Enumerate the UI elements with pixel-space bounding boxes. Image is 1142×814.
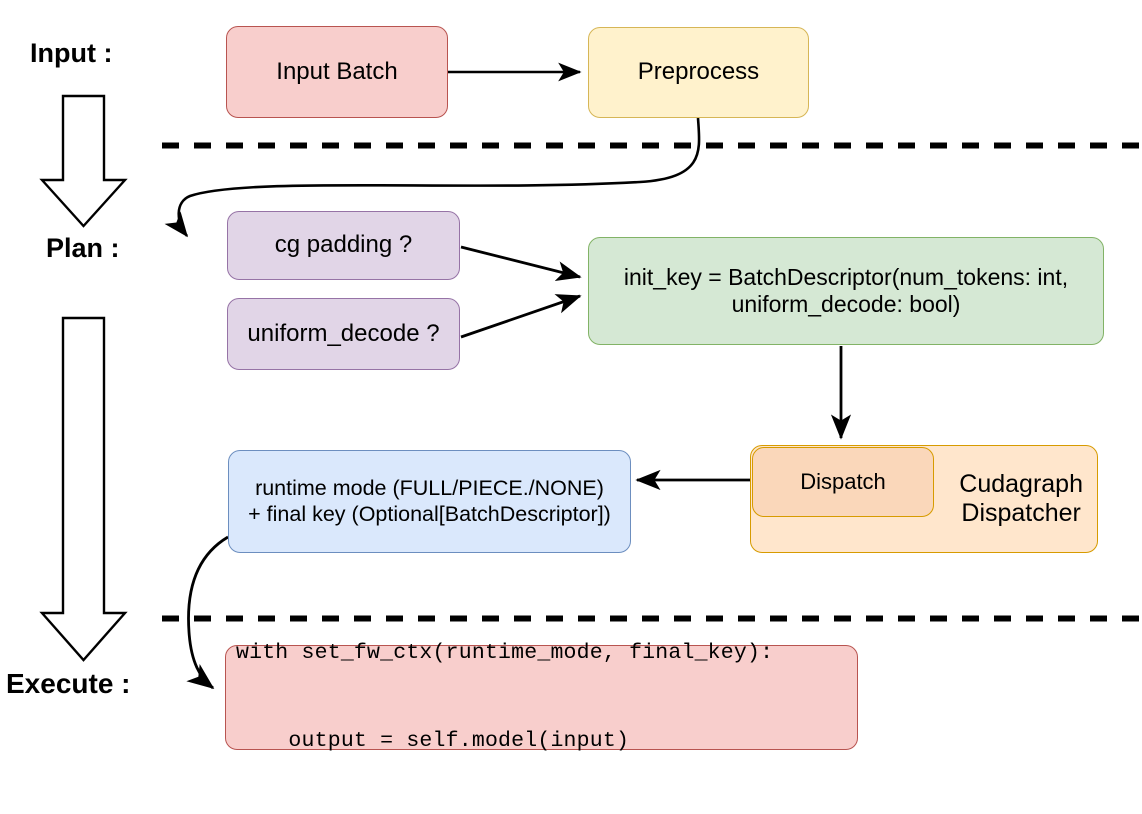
stage-label-plan: Plan : (46, 233, 120, 263)
node-input-batch[interactable]: Input Batch (226, 26, 448, 118)
node-init-key[interactable]: init_key = BatchDescriptor(num_tokens: i… (588, 237, 1104, 345)
arrow-cg-padding-to-init-key (460, 245, 582, 282)
node-cudagraph-dispatcher-text: Cudagraph Dispatcher (959, 470, 1083, 529)
node-cudagraph-dispatcher-line1: Cudagraph (959, 469, 1083, 498)
stage-label-input: Input : (30, 38, 113, 68)
node-preprocess[interactable]: Preprocess (588, 27, 809, 118)
node-uniform-decode-label: uniform_decode ? (247, 319, 440, 347)
node-execute-code-line1: with set_fw_ctx(runtime_mode, final_key)… (236, 641, 774, 666)
node-runtime-mode-line2: + final key (Optional[BatchDescriptor]) (248, 501, 611, 526)
node-runtime-mode[interactable]: runtime mode (FULL/PIECE./NONE) + final … (228, 450, 631, 553)
node-runtime-mode-text: runtime mode (FULL/PIECE./NONE) + final … (229, 476, 630, 527)
node-execute-code-text: with set_fw_ctx(runtime_mode, final_key)… (226, 581, 857, 813)
node-init-key-text: init_key = BatchDescriptor(num_tokens: i… (589, 264, 1103, 318)
node-preprocess-label: Preprocess (637, 58, 760, 86)
node-cudagraph-dispatcher-line2: Dispatcher (961, 499, 1081, 527)
node-init-key-line1: init_key = BatchDescriptor(num_tokens: i… (623, 263, 1069, 290)
node-dispatch-label: Dispatch (800, 469, 886, 495)
diagram-canvas: Input : Plan : Execute : (6, 26, 1140, 753)
node-init-key-line2: uniform_decode: bool) (731, 291, 961, 317)
arrow-runtime-mode-to-execute-code (186, 535, 229, 690)
node-input-batch-label: Input Batch (276, 57, 398, 85)
node-cg-padding[interactable]: cg padding ? (227, 211, 460, 280)
node-runtime-mode-line1: runtime mode (FULL/PIECE./NONE) (255, 476, 604, 501)
node-dispatch[interactable]: Dispatch (752, 447, 934, 517)
node-execute-code-line2: output = self.model(input) (236, 728, 630, 753)
node-execute-code[interactable]: with set_fw_ctx(runtime_mode, final_key)… (225, 641, 858, 753)
stage-label-execute: Execute : (6, 668, 131, 699)
node-cg-padding-label: cg padding ? (274, 231, 413, 259)
input-to-plan-block-arrow (39, 94, 128, 228)
node-uniform-decode[interactable]: uniform_decode ? (227, 298, 460, 370)
arrow-uniform-decode-to-init-key (460, 294, 582, 339)
plan-to-execute-block-arrow (39, 316, 128, 662)
